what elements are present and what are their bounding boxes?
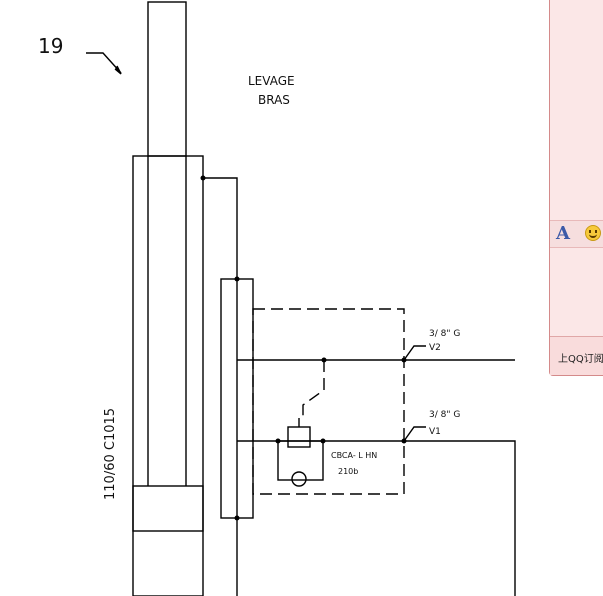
check-valve <box>291 471 307 487</box>
qq-subscribe-link[interactable]: 上QQ订阅 <box>558 354 603 365</box>
junction-dot <box>321 357 327 363</box>
port-v2-thread: 3/ 8" G <box>429 329 460 339</box>
junction-dot <box>275 438 281 444</box>
qq-toolbar: A <box>550 220 603 248</box>
junction-dot <box>234 515 240 521</box>
callout-arrowhead <box>114 65 122 75</box>
port-v1-name: V1 <box>429 427 441 437</box>
smiley-icon[interactable] <box>585 225 601 241</box>
valve-model: CBCA- L HN <box>331 451 377 460</box>
title-line-1: LEVAGE <box>248 74 295 88</box>
port-v2-name: V2 <box>429 343 441 353</box>
valve-body <box>277 440 324 481</box>
qq-side-panel: A 上QQ订阅 <box>549 0 603 376</box>
pilot-line <box>302 360 325 418</box>
title-line-2: BRAS <box>258 93 290 107</box>
cylinder-label: 110/60 C1015 <box>103 408 118 500</box>
callout-number: 19 <box>38 34 63 58</box>
v1-leader <box>403 426 426 442</box>
valve-spool <box>287 426 311 448</box>
callout-leader <box>86 52 122 74</box>
port-v1-thread: 3/ 8" G <box>429 410 460 420</box>
cylinder-piston <box>132 485 204 532</box>
junction-dot <box>320 438 326 444</box>
junction-dot <box>401 438 407 444</box>
v1-line <box>237 440 516 596</box>
junction-dot <box>200 175 206 181</box>
cylinder-barrel <box>132 155 204 596</box>
valve-setting: 210b <box>338 467 358 476</box>
rod-side-line <box>203 177 238 596</box>
qq-footer: 上QQ订阅 <box>550 336 603 375</box>
junction-dot <box>234 276 240 282</box>
junction-dot <box>401 357 407 363</box>
font-icon[interactable]: A <box>556 223 570 244</box>
v2-leader <box>403 345 426 361</box>
valve-envelope <box>252 308 405 495</box>
cylinder-rod <box>147 1 187 157</box>
